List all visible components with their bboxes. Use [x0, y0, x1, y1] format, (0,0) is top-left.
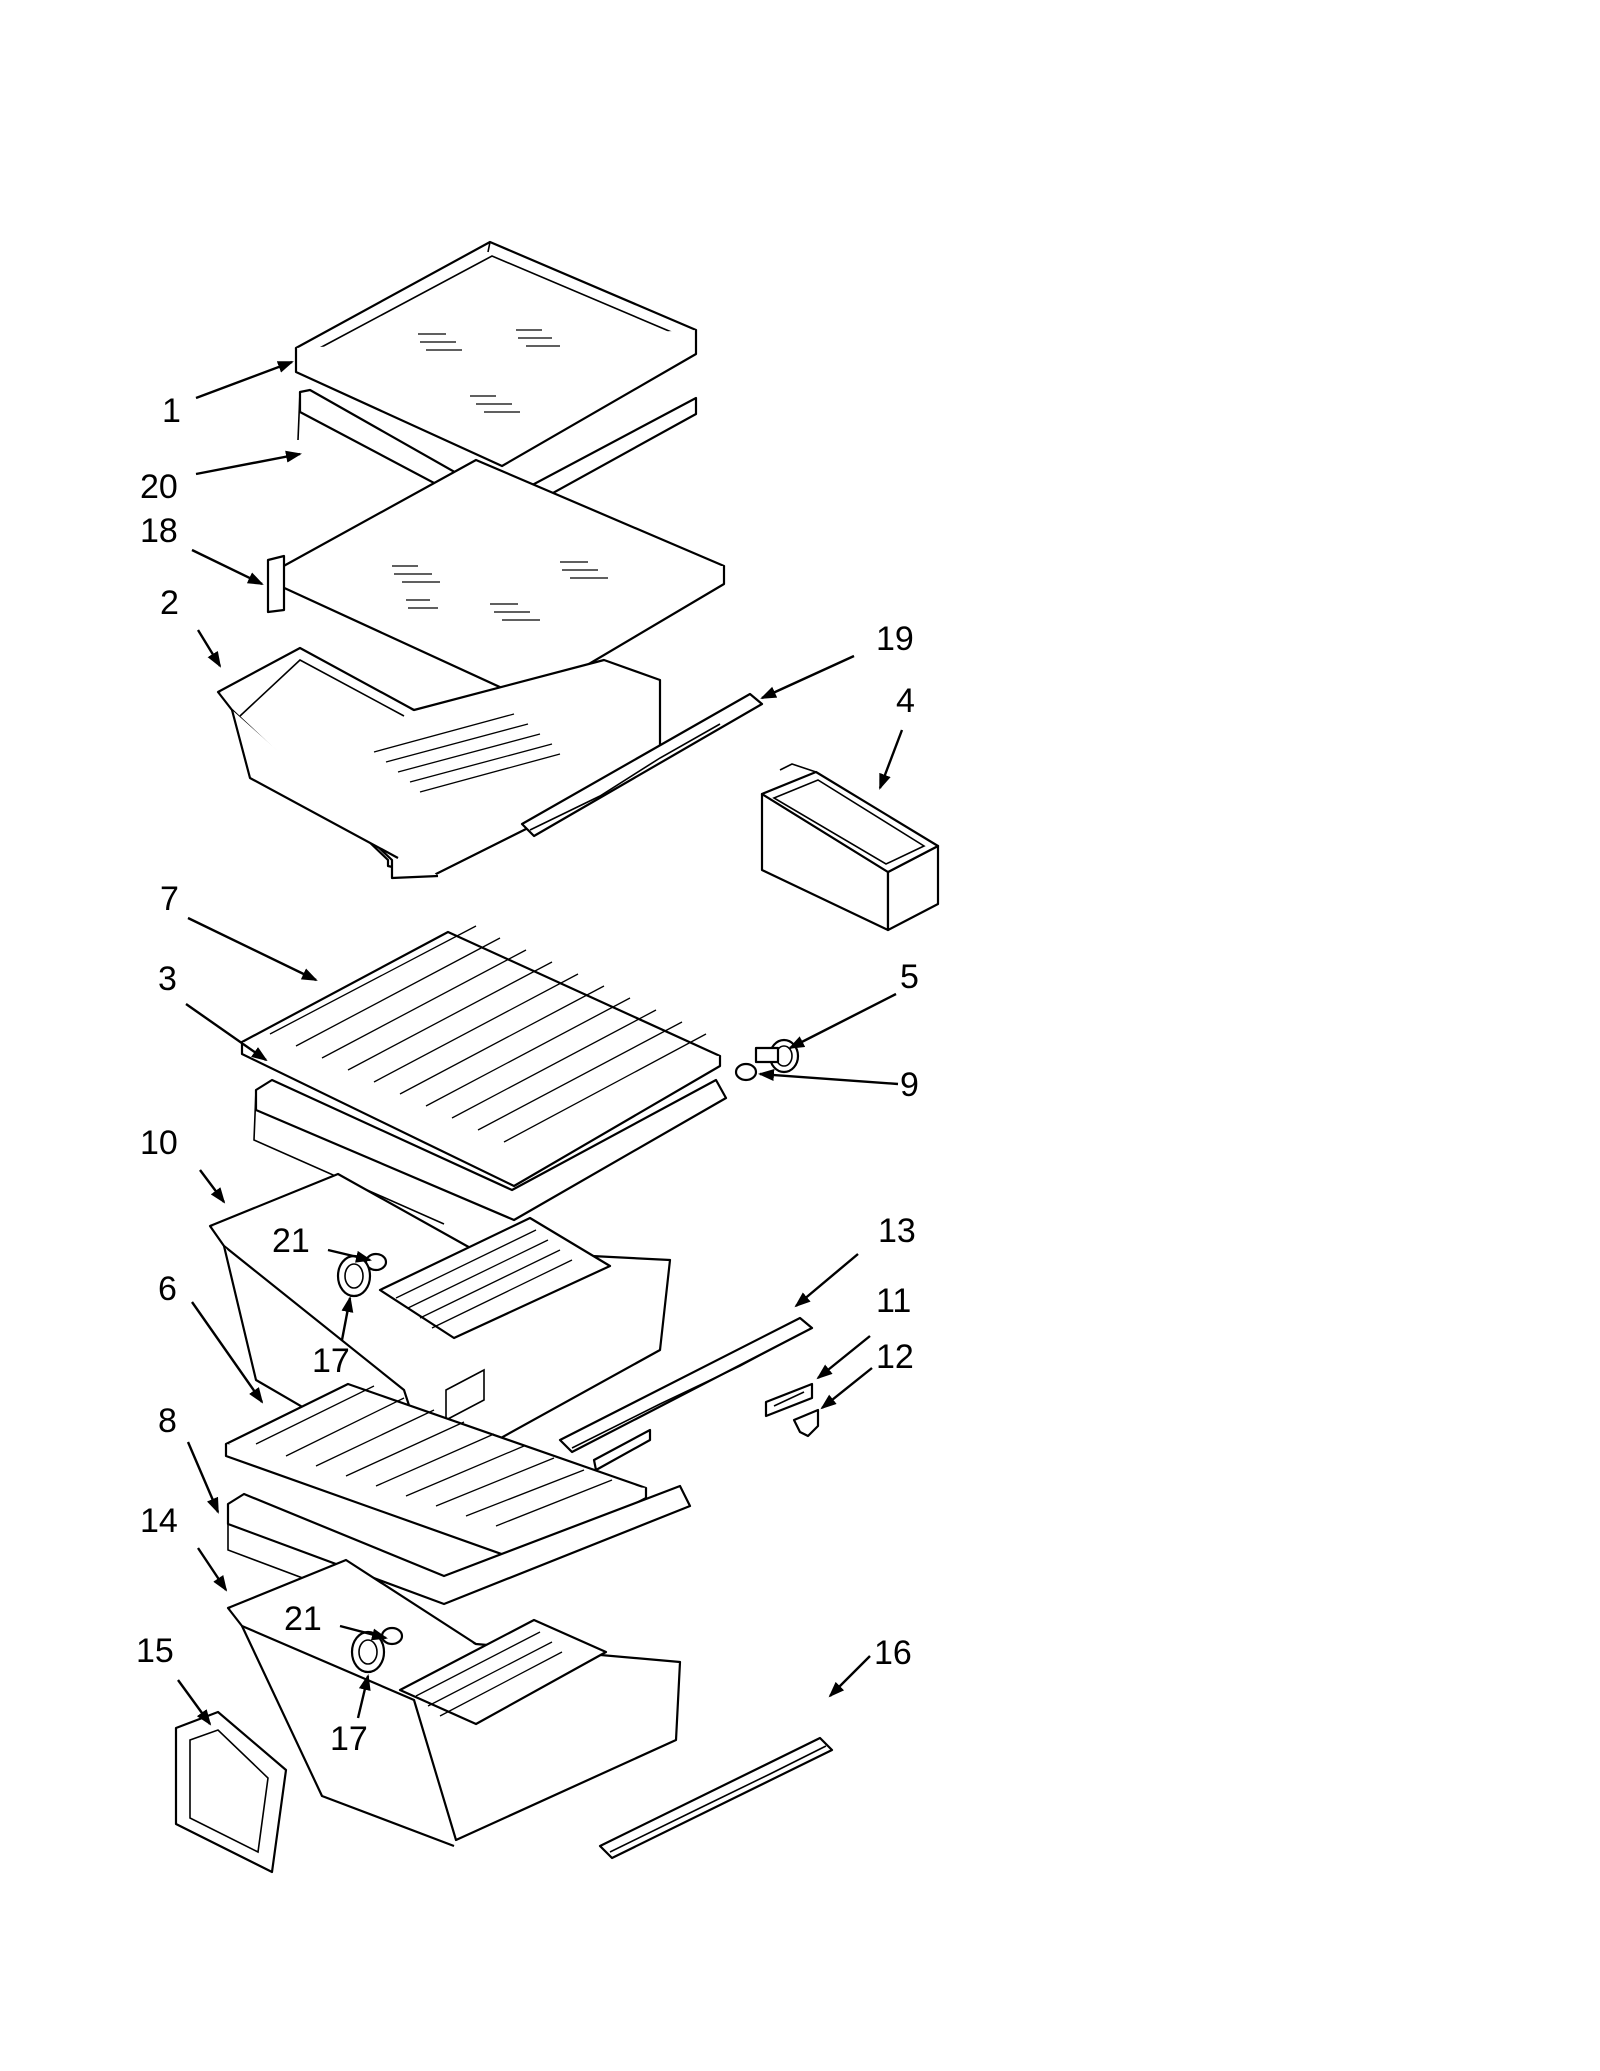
leader-6 [191, 1301, 264, 1404]
leader-8 [186, 1441, 220, 1514]
part-12-clip [792, 1408, 820, 1438]
leader-3 [185, 1003, 268, 1062]
leader-9 [758, 1069, 899, 1086]
callout-17b: 17 [330, 1720, 368, 1758]
callout-19: 19 [876, 620, 914, 658]
leader-16 [828, 1655, 871, 1698]
leader-14 [197, 1547, 228, 1592]
part-14-bottom-drawer [226, 1558, 682, 1848]
part-18-glass-shelf [266, 458, 726, 702]
callout-8: 8 [158, 1402, 177, 1440]
callout-9: 9 [900, 1066, 919, 1104]
part-10-meat-drawer [208, 1172, 672, 1478]
callout-5: 5 [900, 958, 919, 996]
callout-11: 11 [876, 1282, 911, 1320]
part-6-wire-shelf [224, 1382, 648, 1564]
part-21-roller-lower [380, 1626, 404, 1646]
part-19-crisper-rail [520, 692, 764, 838]
part-9-screw [734, 1062, 758, 1082]
leader-20 [195, 450, 302, 476]
callout-10: 10 [140, 1124, 178, 1162]
leader-12 [820, 1367, 873, 1410]
leader-18 [191, 548, 264, 586]
part-11-cover [764, 1382, 814, 1418]
callout-labels: 1 20 18 2 19 4 7 5 3 9 10 21 13 6 11 12 … [136, 392, 919, 1758]
leader-7 [187, 916, 318, 982]
callout-1: 1 [162, 392, 181, 430]
part-1-glass-shelf [294, 240, 698, 468]
leader-13 [794, 1253, 859, 1308]
leader-4 [878, 729, 904, 790]
part-5-roller [754, 1038, 800, 1074]
part-4-bin [760, 763, 940, 932]
part-15-label [174, 1710, 288, 1874]
callout-16: 16 [874, 1634, 912, 1672]
callout-2: 2 [160, 584, 179, 622]
leader-15 [177, 1679, 212, 1726]
callout-14: 14 [140, 1502, 178, 1540]
callout-13: 13 [878, 1212, 916, 1250]
callout-7: 7 [160, 880, 179, 918]
leader-5 [788, 992, 897, 1050]
leader-2 [196, 629, 222, 668]
callout-12: 12 [876, 1338, 914, 1376]
part-13-drawer-rail [558, 1316, 814, 1472]
leader-17a [340, 1296, 354, 1341]
callout-21b: 21 [284, 1600, 322, 1638]
callout-21a: 21 [272, 1222, 310, 1260]
part-20-shelf-frame [297, 388, 698, 522]
callout-15: 15 [136, 1632, 174, 1670]
leader-10 [199, 1169, 226, 1204]
leader-1 [195, 360, 294, 400]
part-2-crisper-drawer [216, 646, 662, 880]
leader-17b [356, 1674, 371, 1719]
callout-6: 6 [158, 1270, 177, 1308]
part-17-wheel-upper [336, 1254, 372, 1298]
callout-3: 3 [158, 960, 177, 998]
callout-18: 18 [140, 512, 178, 550]
callout-17a: 17 [312, 1342, 350, 1380]
callout-4: 4 [896, 682, 915, 720]
part-16-drawer-rail [598, 1736, 834, 1860]
leader-11 [816, 1335, 871, 1380]
leader-21a [327, 1248, 372, 1263]
part-3-shelf-frame [253, 1078, 728, 1225]
callout-20: 20 [140, 468, 178, 506]
leader-19 [760, 654, 855, 700]
part-17-wheel-lower [350, 1630, 386, 1674]
leader-lines [177, 360, 904, 1726]
leader-21b [339, 1624, 388, 1641]
part-7-wire-shelf [240, 925, 722, 1188]
